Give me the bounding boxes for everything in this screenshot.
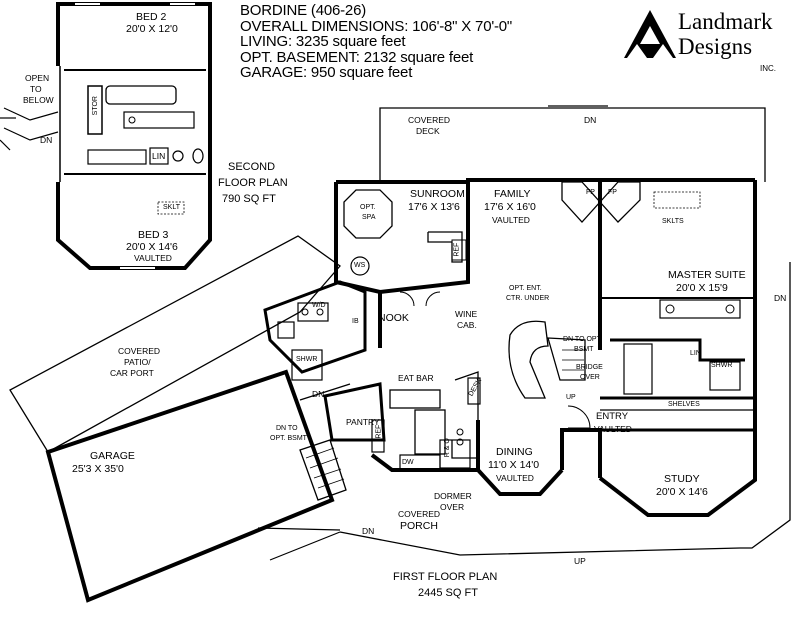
first-floor-walls (9, 105, 791, 603)
patio-3: CAR PORT (110, 368, 154, 378)
deck-dn: DN (584, 115, 597, 125)
master-shwr: SHWR (711, 362, 733, 369)
open-to-below-rail (0, 107, 59, 151)
interior-walls (263, 180, 755, 501)
logo-pyramid-icon (624, 10, 676, 58)
second-floor-title-1: SECOND (228, 161, 276, 173)
dw-label: DW (402, 459, 414, 466)
dining-name: DINING (496, 446, 533, 458)
covered-deck-1: COVERED (408, 115, 451, 125)
master-lin: LIN (690, 350, 701, 357)
living-area: LIVING: 3235 square feet (240, 33, 406, 50)
ent-ctr-1: OPT. ENT. (509, 285, 542, 292)
stor-label: STOR (91, 96, 99, 116)
ent-ctr-2: CTR. UNDER (506, 295, 550, 302)
sklt-label: SKLT (163, 204, 180, 211)
logo-inc: INC. (760, 64, 776, 73)
sunroom-ref: REF (453, 242, 461, 257)
second-floor-title-2: FLOOR PLAN (218, 177, 288, 189)
bridge-over-2: OVER (580, 374, 600, 381)
dining-size: 11'0 X 14'0 (488, 459, 540, 471)
master-name: MASTER SUITE (668, 269, 746, 281)
plan-specs: BORDINE (406-26) OVERALL DIMENSIONS: 106… (240, 3, 512, 81)
sunroom-size: 17'6 X 13'6 (408, 201, 460, 213)
garage-area: GARAGE: 950 square feet (240, 64, 413, 81)
second-lin-label: LIN (152, 151, 166, 161)
garage-dn: DN (312, 389, 325, 399)
bridge-over-1: BRIDGE (576, 364, 603, 371)
bsmt-1: DN TO (276, 425, 298, 432)
porch-up: UP (574, 556, 586, 566)
dn-opt-bsmt-1: DN TO OPT. (563, 336, 603, 343)
laundry-shwr: SHWR (296, 356, 318, 363)
master-size: 20'0 X 15'9 (676, 282, 728, 294)
stair-up: UP (566, 394, 576, 401)
logo-line-1: Landmark (678, 9, 773, 34)
plan-name: BORDINE (406-26) (240, 2, 367, 19)
ws-label: WS (354, 262, 366, 269)
bed2-size: 20'0 X 12'0 (126, 23, 178, 35)
wine-cab-2: CAB. (457, 320, 477, 330)
second-floor-area: 790 SQ FT (222, 193, 276, 205)
study-size: 20'0 X 14'6 (656, 486, 708, 498)
second-floor-dn: DN (40, 135, 53, 145)
ib-label: IB (352, 318, 359, 325)
first-floor-title: FIRST FLOOR PLAN (393, 571, 498, 583)
porch-1: COVERED (398, 509, 441, 519)
sunroom-name: SUNROOM (410, 188, 465, 200)
open-to-below-3: BELOW (23, 95, 54, 105)
dormer-2: OVER (440, 502, 465, 512)
entry-note: VAULTED (594, 424, 632, 434)
shelves-label: SHELVES (668, 401, 700, 408)
garage-name: GARAGE (90, 450, 135, 462)
porch-dn: DN (362, 526, 375, 536)
range-oven-label: R & O (443, 438, 451, 458)
study-name: STUDY (664, 473, 700, 485)
porch-2: PORCH (400, 520, 438, 532)
eat-bar-label: EAT BAR (398, 373, 434, 383)
wd-label: W/D (312, 302, 326, 309)
covered-deck-2: DECK (416, 126, 440, 136)
open-to-below-1: OPEN (25, 73, 50, 83)
garage-size: 25'3 X 35'0 (72, 463, 124, 475)
dormer-1: DORMER (434, 491, 472, 501)
second-floor-walls (55, 2, 212, 270)
basement-area: OPT. BASEMENT: 2132 square feet (240, 48, 474, 66)
spa-label-2: SPA (362, 214, 376, 221)
east-dn: DN (774, 293, 787, 303)
spa-label-1: OPT. (360, 204, 376, 211)
overall-dimensions: OVERALL DIMENSIONS: 106'-8" X 70'-0" (240, 17, 513, 35)
patio-2: PATIO/ (124, 357, 151, 367)
logo-line-2: Designs (678, 34, 753, 59)
dn-opt-bsmt-2: BSMT (574, 346, 594, 353)
bed3-name: BED 3 (138, 229, 169, 241)
bed3-size: 20'0 X 14'6 (126, 241, 178, 253)
bed3-note: VAULTED (134, 253, 172, 263)
bed2-name: BED 2 (136, 11, 167, 23)
kitchen-ref: REF (375, 424, 383, 439)
skylights-label: SKLTS (662, 218, 684, 225)
first-floor-area: 2445 SQ FT (418, 587, 478, 599)
pantry-label: PANTRY (346, 417, 380, 427)
bsmt-2: OPT. BSMT (270, 435, 307, 442)
wine-cab-1: WINE (455, 309, 478, 319)
family-name: FAMILY (494, 188, 531, 200)
fireplace-right: FP (608, 189, 617, 196)
open-to-below-2: TO (30, 84, 42, 94)
dining-note: VAULTED (496, 473, 534, 483)
family-note: VAULTED (492, 215, 530, 225)
nook-label: NOOK (378, 312, 409, 324)
patio-1: COVERED (118, 346, 161, 356)
entry-name: ENTRY (596, 411, 629, 422)
fireplace-left: FP (586, 189, 595, 196)
family-size: 17'6 X 16'0 (484, 201, 536, 213)
